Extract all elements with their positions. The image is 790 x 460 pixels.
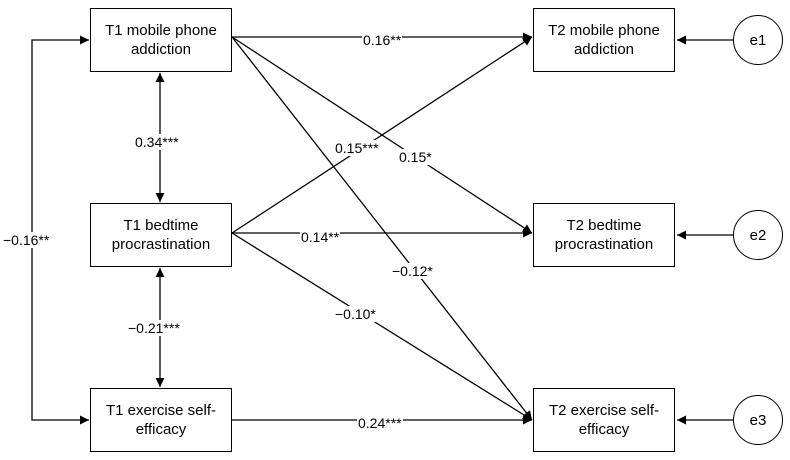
coef-corr-phone-exercise: −0.16** (2, 232, 51, 248)
coef-bedtime-to-bedtime: 0.14** (300, 229, 341, 245)
coef-bedtime-to-exercise: −0.10* (334, 306, 377, 322)
path-phone-to-exercise (231, 36, 533, 421)
corr-phone-exercise (31, 35, 89, 425)
node-label-line: T1 mobile phone (105, 22, 217, 39)
error-node-e2: e2 (733, 210, 783, 260)
coef-phone-to-exercise: −0.12* (391, 263, 434, 279)
error-node-e1: e1 (733, 15, 783, 65)
error-label: e2 (749, 226, 767, 244)
node-t2-bedtime-procrastination: T2 bedtime procrastination (533, 203, 675, 267)
node-label-line: T2 exercise self- (548, 402, 660, 419)
node-label-line: efficacy (578, 421, 630, 438)
path-bedtime-to-exercise (231, 232, 533, 421)
error-node-e3: e3 (733, 395, 783, 445)
coef-phone-to-bedtime: 0.15* (398, 149, 433, 165)
node-label-line: T1 bedtime (123, 217, 199, 234)
node-label-line: procrastination (554, 236, 654, 253)
node-t1-exercise-self-efficacy: T1 exercise self- efficacy (90, 388, 232, 452)
node-label-line: addiction (130, 41, 192, 58)
node-label-line: T2 mobile phone (548, 22, 660, 39)
node-t1-bedtime-procrastination: T1 bedtime procrastination (90, 203, 232, 267)
path-bedtime-to-phone (231, 36, 533, 234)
node-t2-exercise-self-efficacy: T2 exercise self- efficacy (533, 388, 675, 452)
node-label-line: addiction (573, 41, 635, 58)
node-label-line: T1 exercise self- (105, 402, 217, 419)
coef-corr-bedtime-exercise: −0.21*** (127, 320, 181, 336)
coef-corr-phone-bedtime: 0.34*** (134, 134, 180, 150)
coef-phone-to-phone: 0.16** (362, 32, 403, 48)
coef-bedtime-to-phone: 0.15*** (334, 140, 380, 156)
error-label: e3 (749, 411, 767, 429)
node-label-line: T2 bedtime (566, 217, 642, 234)
node-label-line: efficacy (135, 421, 187, 438)
coef-exercise-to-exercise: 0.24*** (357, 415, 403, 431)
node-t2-mobile-phone-addiction: T2 mobile phone addiction (533, 8, 675, 72)
node-label-line: procrastination (111, 236, 211, 253)
node-t1-mobile-phone-addiction: T1 mobile phone addiction (90, 8, 232, 72)
error-label: e1 (749, 31, 767, 49)
